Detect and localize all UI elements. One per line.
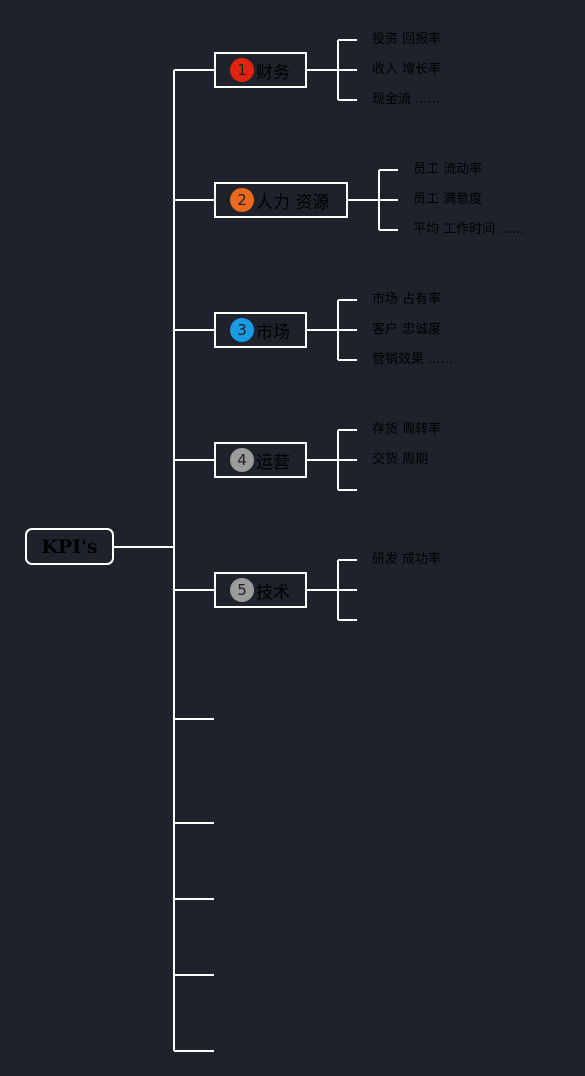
topic-1[interactable]: 1 财务 (214, 52, 307, 88)
topic-1-subtopic-3[interactable]: 现金流 ...... (372, 92, 440, 107)
root-node[interactable]: KPI's (25, 528, 114, 565)
priority-3-icon: 3 (230, 318, 254, 342)
topic-1-label: 财务 (256, 62, 290, 83)
topic-4-subtopic-1[interactable]: 存货 周转率 (372, 422, 442, 437)
topic-4[interactable]: 4 运营 (214, 442, 307, 478)
topic-5-label: 技术 (256, 582, 290, 603)
topic-4-subtopic-2[interactable]: 交货 周期 (372, 452, 429, 467)
topic-1-subtopic-2[interactable]: 收入 增长率 (372, 62, 442, 77)
topic-2-label: 人力 资源 (256, 192, 330, 213)
topic-4-label: 运营 (256, 452, 290, 473)
topic-3-subtopic-1[interactable]: 市场 占有率 (372, 292, 442, 307)
priority-4-icon: 4 (230, 448, 254, 472)
topic-2-subtopic-1[interactable]: 员工 流动率 (413, 162, 483, 177)
topic-3-subtopic-2[interactable]: 客户 忠诚度 (372, 322, 442, 337)
topic-2-subtopic-2[interactable]: 员工 满意度 (413, 192, 483, 207)
topic-3-subtopic-3[interactable]: 营销效果 ...... (372, 352, 453, 367)
priority-2-icon: 2 (230, 188, 254, 212)
topic-3[interactable]: 3 市场 (214, 312, 307, 348)
priority-5-icon: 5 (230, 578, 254, 602)
topic-5-subtopic-1[interactable]: 研发 成功率 (372, 552, 442, 567)
topic-3-label: 市场 (256, 322, 290, 343)
priority-1-icon: 1 (230, 58, 254, 82)
topic-2-subtopic-3[interactable]: 平均 工作时间 ...... (413, 222, 525, 237)
topic-2[interactable]: 2 人力 资源 (214, 182, 348, 218)
topic-5[interactable]: 5 技术 (214, 572, 307, 608)
topic-1-subtopic-1[interactable]: 投资 回报率 (372, 32, 442, 47)
